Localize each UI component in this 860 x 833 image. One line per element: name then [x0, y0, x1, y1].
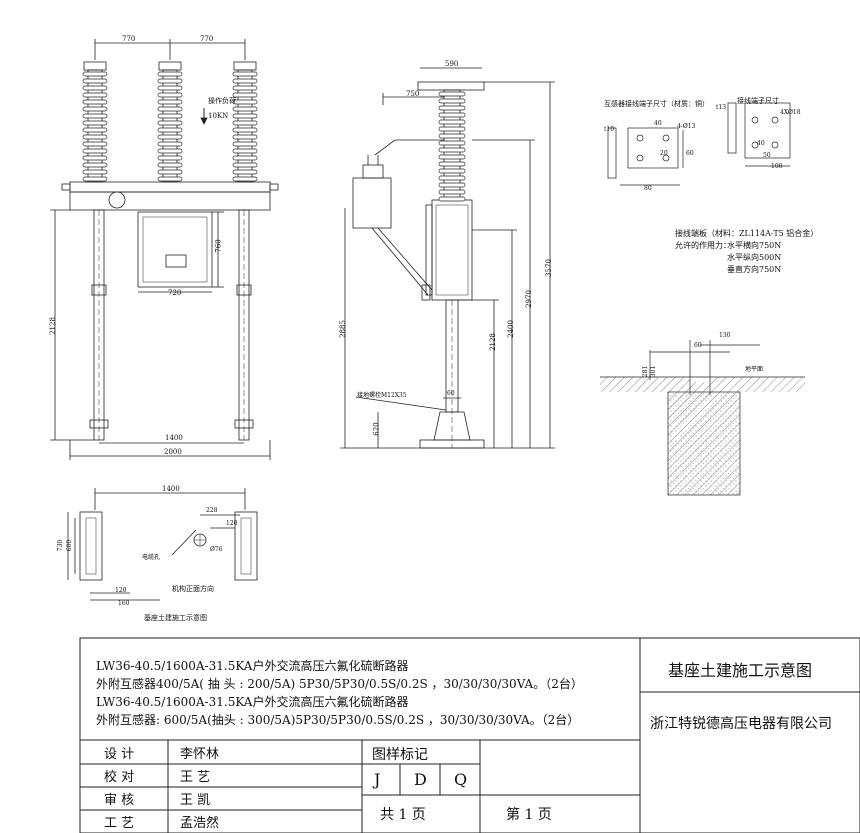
insulator-mid	[158, 61, 182, 183]
mark-title: 图样标记	[372, 747, 428, 763]
material-note: 接线端板（材料：ZL114A-T5 铝合金）	[675, 229, 819, 238]
dim-height: 2128	[48, 317, 57, 335]
base-dim-730: 730	[57, 539, 65, 552]
found-dim-h1: 281	[642, 365, 650, 378]
force-vertical: 垂直方向750N	[727, 265, 782, 274]
role-process: 工 艺	[104, 816, 135, 831]
ct-dim-2: 4-Ø13	[677, 123, 696, 130]
mech-direction-label: 机构正面方向	[172, 585, 214, 593]
dim-side-2970: 2970	[524, 290, 533, 308]
desc-line-2: 外附互感器400/5A( 抽 头 : 200/5A) 5P30/5P30/0.5…	[96, 677, 583, 691]
base-plan-caption: 基座土建施工示意图	[144, 614, 207, 622]
desc-line-4: 外附互感器: 600/5A(抽头 : 300/5A)5P30/5P30/0.5S…	[96, 713, 580, 727]
term-dim-4: 100	[771, 163, 783, 170]
ct-dim-0: t10	[604, 126, 615, 133]
insulator-right	[233, 61, 257, 183]
cable-hole-label: 电缆孔	[142, 554, 161, 561]
ct-dim-3: 20	[660, 150, 668, 157]
title-block-frame	[79, 637, 860, 833]
name-process: 孟浩然	[180, 816, 220, 831]
base-dim-228: 228	[206, 507, 218, 514]
foundation-section	[600, 340, 805, 496]
term-dim-3: 50	[763, 152, 771, 159]
force-note: 10KN	[208, 112, 229, 120]
dim-side-60: 60	[447, 390, 455, 397]
found-dim-h2: 301	[650, 365, 658, 378]
force-longitudinal: 水平纵向500N	[727, 253, 782, 262]
dim-side-2400: 2400	[506, 320, 515, 338]
ct-dim-1: 40	[654, 120, 662, 127]
base-dim-bottom-160: 160	[118, 600, 130, 607]
desc-line-1: LW36-40.5/1600A-31.5KA户外交流高压六氟化硫断路器	[96, 659, 409, 673]
ct-terminal-title: 互感器接线端子尺寸（材质：铜）	[604, 100, 709, 108]
dim-top-right: 770	[200, 35, 214, 43]
dim-side-top: 590	[445, 60, 459, 68]
ground-bolt-label: 接地螺栓M12X35	[357, 392, 407, 399]
role-check: 校 对	[104, 770, 135, 785]
total-pages: 共 1 页	[380, 807, 426, 823]
name-review: 王 凯	[180, 793, 211, 808]
dim-side-620: 620	[372, 422, 381, 436]
front-view	[50, 39, 279, 460]
dim-top-left: 770	[122, 35, 136, 43]
base-dim-600: 600	[66, 539, 74, 552]
base-dim-diam: Ø76	[210, 546, 223, 553]
ct-dim-5: 60	[686, 150, 694, 157]
base-dim-120: 120	[226, 520, 238, 527]
ct-terminal-detail	[607, 127, 684, 186]
role-review: 审 核	[104, 793, 135, 808]
base-dim-1400: 1400	[162, 485, 180, 493]
load-note: 操作负荷	[208, 97, 236, 105]
term-dim-1: 4XØ18	[780, 109, 801, 116]
term-dim-2: 40	[757, 140, 765, 147]
dim-leg-span: 1400	[165, 434, 183, 442]
force-horizontal: 水平横向750N	[727, 241, 782, 250]
mark-j: J	[374, 770, 381, 789]
found-dim-60: 60	[694, 342, 702, 349]
dim-box-width: 720	[168, 289, 182, 297]
role-design: 设 计	[104, 747, 135, 762]
ct-dim-4: 80	[644, 185, 652, 192]
dim-side-2885: 2885	[338, 320, 347, 338]
side-view	[340, 67, 555, 449]
page-number: 第 1 页	[506, 807, 552, 823]
ground-label: 地平面	[745, 366, 764, 373]
base-plan	[67, 488, 258, 601]
dim-side-total: 3570	[544, 259, 553, 277]
base-dim-bottom-120: 120	[115, 587, 127, 594]
found-dim-130: 130	[719, 332, 731, 339]
allowed-note: 允许的作用力：	[675, 241, 731, 250]
company-name: 浙江特锐德高压电器有限公司	[650, 716, 832, 732]
dim-total-width: 2000	[164, 448, 182, 456]
dim-box-height: 760	[214, 239, 223, 253]
name-design: 李怀林	[180, 747, 220, 762]
desc-line-3: LW36-40.5/1600A-31.5KA户外交流高压六氟化硫断路器	[96, 695, 409, 709]
term-dim-0: t13	[716, 104, 727, 111]
main-terminal-title: 接线端子尺寸	[737, 97, 779, 105]
drawing-title: 基座土建施工示意图	[668, 661, 813, 680]
dim-side-2128: 2128	[488, 333, 497, 351]
main-terminal-detail	[727, 102, 791, 167]
mark-d: D	[414, 770, 427, 789]
mark-q: Q	[454, 770, 468, 789]
name-check: 王 艺	[180, 770, 211, 785]
insulator-left	[83, 61, 107, 183]
dim-side-arm: 750	[406, 90, 420, 98]
